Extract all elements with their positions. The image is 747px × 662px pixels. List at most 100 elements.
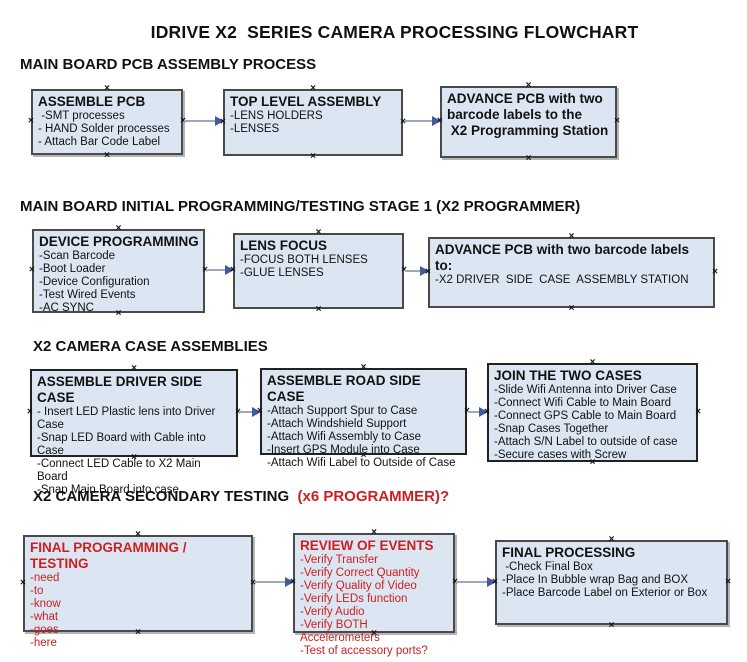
connection-point-icon: ×	[115, 223, 122, 234]
box-item-list: -Attach Support Spur to Case-Attach Wind…	[267, 405, 461, 470]
connection-point-icon: ×	[608, 620, 615, 631]
box-item: -Verify Transfer	[300, 554, 378, 566]
box-item-list: -FOCUS BOTH LENSES-GLUE LENSES	[240, 254, 398, 280]
arrow-head-icon	[432, 116, 441, 126]
section-heading-secondary-testing: X2 CAMERA SECONDARY TESTING (x6 PROGRAMM…	[33, 488, 449, 505]
box-item-list: -LENS HOLDERS-LENSES	[230, 110, 397, 136]
box-item: -AC SYNC	[39, 302, 94, 314]
box-item: - Attach Bar Code Label	[38, 136, 161, 148]
section-heading-text: X2 CAMERA SECONDARY TESTING	[33, 488, 294, 505]
box-title: ASSEMBLE DRIVER SIDE CASE	[37, 374, 206, 405]
box-item: -Snap Cases Together	[494, 423, 609, 435]
flow-box-advance-pcb-driver-side: ADVANCE PCB with two barcode labels to: …	[425, 232, 718, 314]
page-title: IDRIVE X2 SERIES CAMERA PROCESSING FLOWC…	[150, 22, 639, 42]
arrow-head-icon	[285, 577, 294, 587]
flow-box-lens-focus: LENS FOCUS -FOCUS BOTH LENSES-GLUE LENSE…	[230, 228, 407, 315]
flow-box-final-processing: FINAL PROCESSING -Check Final Box-Place …	[492, 535, 731, 631]
box-title: TOP LEVEL ASSEMBLY	[230, 94, 382, 109]
arrow-line	[206, 269, 227, 271]
box-item: -Secure cases with Screw	[494, 449, 627, 461]
box-item: -GLUE LENSES	[240, 267, 324, 279]
connection-point-icon: ×	[525, 80, 532, 91]
box-title: FINAL PROCESSING	[502, 545, 636, 560]
box-item: - Insert LED Plastic lens into Driver Ca…	[37, 406, 219, 431]
box-item: -what	[30, 611, 59, 623]
connection-point-icon: ×	[315, 227, 322, 238]
box-title: ASSEMBLE ROAD SIDE CASE	[267, 373, 425, 404]
flow-box-join-the-two-cases: JOIN THE TWO CASES -Slide Wifi Antenna i…	[484, 358, 701, 468]
box-item: -Connect GPS Cable to Main Board	[494, 410, 677, 422]
box-item: -Boot Loader	[39, 263, 106, 275]
connection-point-icon: ×	[614, 115, 620, 127]
box-item: -know	[30, 598, 61, 610]
box-item: -Device Configuration	[39, 276, 150, 288]
connection-point-icon: ×	[104, 150, 110, 161]
box-item-list: -Scan Barcode-Boot Loader-Device Configu…	[39, 250, 199, 315]
box-item: -here	[30, 637, 57, 649]
section-heading-case-assemblies: X2 CAMERA CASE ASSEMBLIES	[33, 338, 268, 355]
connection-point-icon: ×	[695, 406, 701, 418]
arrow-line	[468, 411, 481, 413]
box-item: -Verify LEDs function	[300, 593, 408, 605]
box-item: -Attach Wifi Assembly to Case	[267, 431, 422, 443]
connection-point-icon: ×	[315, 304, 322, 315]
section-heading-text: MAIN BOARD INITIAL PROGRAMMING/TESTING S…	[20, 198, 581, 215]
arrow-head-icon	[215, 116, 224, 126]
box-title: ASSEMBLE PCB	[38, 94, 146, 109]
connection-point-icon: ×	[104, 83, 110, 94]
arrow-line	[239, 411, 254, 413]
box-item-list: -Verify Transfer-Verify Correct Quantity…	[300, 554, 449, 658]
box-item: -to	[30, 585, 44, 597]
arrow-line	[405, 270, 422, 272]
box-title: ADVANCE PCB with two barcode labels to t…	[447, 91, 609, 138]
flow-box-advance-pcb-programming-station: ADVANCE PCB with two barcode labels to t…	[437, 81, 620, 164]
connection-point-icon: ×	[725, 576, 731, 588]
section-heading-initial-programming: MAIN BOARD INITIAL PROGRAMMING/TESTING S…	[20, 198, 580, 215]
connection-point-icon: ×	[608, 534, 615, 545]
box-item: -Test Wired Events	[39, 289, 136, 301]
connection-point-icon: ×	[135, 529, 141, 540]
box-item: -Check Final Box	[502, 561, 593, 573]
box-item: -Verify BOTH Accelerometers	[300, 619, 380, 644]
connection-point-icon: ×	[310, 151, 316, 162]
box-item-list: -Check Final Box-Place In Bubble wrap Ba…	[502, 561, 722, 600]
arrow-head-icon	[479, 407, 488, 417]
box-item: - HAND Solder processes	[38, 123, 170, 135]
box-item: -Attach Support Spur to Case	[267, 405, 418, 417]
flow-box-assemble-driver-side-case: ASSEMBLE DRIVER SIDE CASE - Insert LED P…	[27, 364, 241, 497]
arrow-line	[404, 120, 434, 122]
box-item: -Insert GPS Module into Case	[267, 444, 420, 456]
flow-box-review-of-events: REVIEW OF EVENTS -Verify Transfer-Verify…	[290, 528, 458, 658]
box-item: -Snap Main Board into case	[37, 484, 179, 496]
box-title: DEVICE PROGRAMMING	[39, 234, 199, 249]
connection-point-icon: ×	[712, 266, 718, 278]
box-item: -Connect LED Cable to X2 Main Board	[37, 458, 204, 483]
box-item: -Attach Windshield Support	[267, 418, 407, 430]
box-item: -need	[30, 572, 60, 584]
box-item: -LENSES	[230, 123, 280, 135]
box-item-list: -need-to-know-what-goes-here	[30, 572, 247, 650]
connection-point-icon: ×	[310, 83, 316, 94]
connection-point-icon: ×	[371, 527, 377, 538]
box-item: -Attach Wifi Label to Outside of Case	[267, 457, 456, 469]
box-item: -Snap LED Board with Cable into Case	[37, 432, 209, 457]
box-title: REVIEW OF EVENTS	[300, 538, 434, 553]
box-item-list: -SMT processes- HAND Solder processes- A…	[38, 110, 177, 149]
box-item: -X2 DRIVER SIDE CASE ASSEMBLY STATION	[435, 274, 689, 286]
arrow-head-icon	[487, 577, 496, 587]
section-heading-red-text: (x6 PROGRAMMER)?	[293, 488, 450, 505]
box-item: -Place Barcode Label on Exterior or Box	[502, 587, 708, 599]
connection-point-icon: ×	[525, 153, 532, 164]
box-item: -Verify Audio	[300, 606, 365, 618]
box-title: LENS FOCUS	[240, 238, 328, 253]
flow-box-top-level-assembly: TOP LEVEL ASSEMBLY -LENS HOLDERS-LENSES …	[220, 84, 406, 162]
connection-point-icon: ×	[568, 303, 575, 314]
box-item-list: - Insert LED Plastic lens into Driver Ca…	[37, 406, 232, 497]
box-item: -FOCUS BOTH LENSES	[240, 254, 368, 266]
flow-box-final-programming-testing: FINAL PROGRAMMING / TESTING -need-to-kno…	[20, 530, 256, 650]
box-item: -LENS HOLDERS	[230, 110, 323, 122]
box-item: -SMT processes	[38, 110, 125, 122]
section-heading-text: MAIN BOARD PCB ASSEMBLY PROCESS	[20, 56, 317, 73]
box-title: ADVANCE PCB with two barcode labels to:	[435, 242, 693, 273]
box-item-list: -X2 DRIVER SIDE CASE ASSEMBLY STATION	[435, 274, 709, 287]
